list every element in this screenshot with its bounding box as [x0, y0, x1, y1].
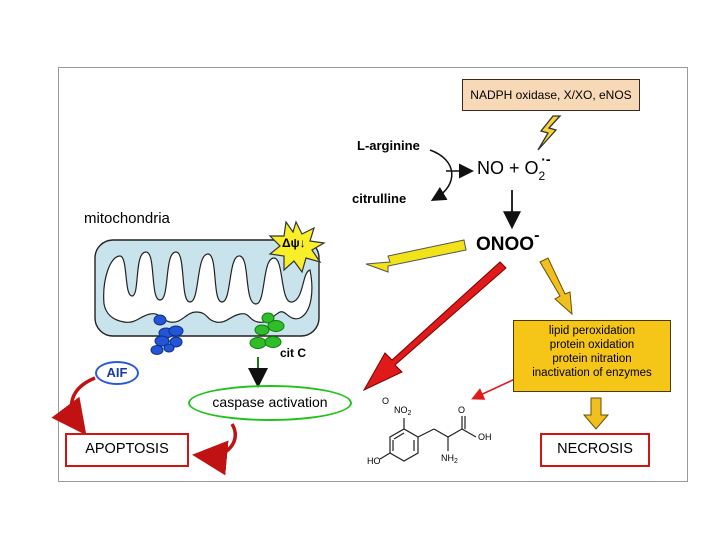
no-superoxide-label: NO + O2 ·- — [477, 151, 551, 183]
no-o2-text: NO + O — [477, 158, 539, 178]
phenol-label: HO — [367, 456, 381, 466]
effect-item: protein nitration — [552, 353, 632, 365]
membrane-potential-burst-icon — [268, 220, 326, 274]
nitrotyrosine-structure — [379, 416, 477, 462]
amine-text: NH — [441, 453, 454, 463]
aif-label: AIF — [95, 361, 139, 385]
effect-item: protein oxidation — [549, 339, 635, 351]
carbonyl-oxygen-label: O — [458, 405, 466, 415]
effects-to-necrosis-arrow — [582, 397, 610, 430]
amine-subscript: 2 — [454, 458, 458, 465]
effect-item: lipid peroxidation — [548, 325, 636, 337]
effect-item: inactivation of enzymes — [532, 367, 652, 379]
peroxynitrite-label: ONOO- — [476, 227, 539, 256]
nitro-subscript: 2 — [407, 410, 412, 417]
onoo-text: ONOO — [476, 234, 535, 255]
nitro-text: NO — [394, 405, 408, 415]
aif-to-apoptosis-arrow — [51, 376, 96, 436]
caspase-to-apoptosis-arrow — [192, 423, 237, 476]
nitro-group-label: NO2 — [394, 405, 412, 417]
mitochondria-label: mitochondria — [84, 210, 170, 227]
lightning-bolt-icon — [537, 115, 562, 151]
arginine-citrulline-arrow — [429, 149, 453, 202]
hydroxyl-acid-label: OH — [478, 432, 492, 442]
amine-label: NH2 — [441, 453, 458, 465]
membrane-potential-label: Δψ↓ — [282, 236, 306, 250]
aif-protein-blobs — [150, 314, 184, 355]
l-arginine-label: L-arginine — [357, 138, 420, 153]
onoo-charge: - — [534, 227, 540, 244]
apoptosis-box: APOPTOSIS — [65, 433, 189, 467]
o2-superscript: ·- — [541, 151, 551, 167]
ros-source-box: NADPH oxidase, X/XO, eNOS — [462, 79, 640, 111]
o2-subscript: 2 — [538, 169, 546, 183]
citrulline-label: citrulline — [352, 191, 407, 206]
cytochrome-c-blobs — [249, 312, 285, 349]
peroxynitrite-to-caspase-arrow — [362, 261, 507, 392]
peroxynitrite-to-effects-arrow — [539, 257, 573, 316]
oxidative-effects-box: lipid peroxidation protein oxidation pro… — [513, 320, 671, 392]
nitro-oxygen-label: O — [382, 396, 390, 406]
necrosis-box: NECROSIS — [540, 433, 650, 467]
peroxynitrite-to-mitochondria-arrow — [365, 239, 467, 273]
cytochrome-c-label: cit C — [280, 346, 307, 360]
caspase-activation-label: caspase activation — [188, 385, 352, 421]
mitochondrion-shape — [94, 239, 320, 337]
